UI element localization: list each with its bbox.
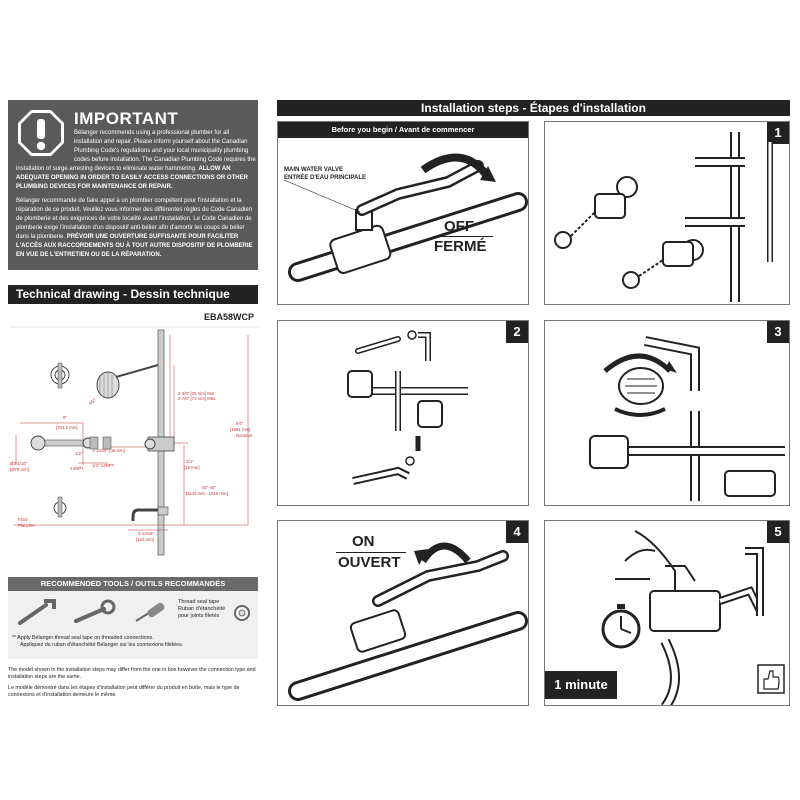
main-valve-label-fr: ENTRÉE D'EAU PRINCIPALE (284, 175, 366, 181)
dim-4-13-16: 4-13/16" (138, 531, 155, 536)
tools-header: RECOMMENDED TOOLS / OUTILS RECOMMANDÉS (8, 577, 258, 591)
on-divider (336, 552, 406, 553)
footnote: The model shown in the installation step… (8, 667, 263, 703)
main-valve-on-illustration (288, 542, 528, 701)
floor-label-fr: Plancher (18, 523, 36, 528)
off-label: OFF (444, 218, 474, 235)
main-valve-label-en: MAIN WATER VALVE (284, 167, 343, 173)
adjustable-wrench-icon (74, 599, 116, 623)
technical-drawing: 45° 8" [203.2 mm] Ø3-1/16" (10, 326, 260, 556)
panel-step-3: 3 (544, 320, 790, 506)
important-text-en: Bélanger recommends using a professional… (74, 130, 256, 163)
step-number-1: 1 (767, 122, 789, 144)
before-you-begin-header: Before you begin / Avant de commencer (278, 122, 528, 138)
dim-6-6: 6'6" (236, 421, 244, 426)
on-label: ON (352, 533, 375, 550)
dim-npt-right: 1/2"-14NPT (92, 463, 115, 468)
shower-head-drawing (96, 364, 159, 399)
seal-tape-icon (234, 605, 250, 621)
footnote-fr: Le modèle démontré dans les étapes d'ins… (8, 685, 240, 698)
panel-step-1: 1 (544, 121, 790, 305)
screwdriver-icon (135, 602, 165, 622)
dim-45-48: 45"-48" (202, 485, 217, 490)
installation-steps-header: Installation steps - Étapes d'installati… (277, 100, 790, 116)
stopwatch-icon (601, 604, 641, 649)
step-2-illustration (347, 330, 468, 485)
step-1-illustration (554, 132, 773, 302)
model-number: EBA58WCP (204, 312, 255, 322)
dim-diameter: Ø3-1/16" (10, 461, 28, 466)
tape-label: Thread seal tape Ruban d'étanchéité pour… (178, 599, 226, 619)
important-text-fr: Bélanger recommande de faire appel à un … (16, 198, 253, 258)
important-text-en-continued: installation of surge arresting devices … (16, 166, 248, 190)
recommended-tools: RECOMMENDED TOOLS / OUTILS RECOMMANDÉS T… (8, 577, 258, 659)
spout-drawing (131, 506, 169, 521)
step-number-4: 4 (506, 521, 528, 543)
ouvert-label: OUVERT (338, 554, 401, 571)
dim-1-13-16: 1-13/16" [46 mm] (92, 448, 125, 453)
step-number-3: 3 (767, 321, 789, 343)
floor-label-en: Floor (18, 517, 28, 522)
ferme-label: FERMÉ (434, 238, 487, 255)
dim-2-3-8: 2-3/8" [25 mm] Min (178, 391, 215, 396)
panel-step-4: 4 ON OUVERT (277, 520, 529, 706)
footnote-en: The model shown in the installation step… (8, 667, 256, 680)
main-valve-off-illustration (283, 153, 528, 282)
tools-note: ** Apply Bélanger thread seal tape on th… (12, 635, 184, 648)
dim-8: 8" (63, 415, 67, 420)
step-5-illustration (601, 530, 785, 705)
dim-3-4: 3/4" (186, 459, 194, 464)
svg-text:45°: 45° (88, 398, 98, 407)
dim-8-mm: [203.2 mm] (56, 425, 78, 430)
dim-4-13-16-mm: [122 mm] (136, 537, 154, 542)
wrench-icon (18, 599, 56, 625)
warning-octagon-icon (18, 110, 64, 156)
valve-side-drawing (30, 435, 112, 451)
step-number-5: 5 (767, 521, 789, 543)
dim-2-7-8: 2-7/8" [73 mm] Max (178, 396, 216, 401)
valve-front-drawing (144, 436, 175, 452)
step-number-2: 2 (506, 321, 528, 343)
important-title: IMPORTANT (74, 109, 179, 128)
dim-3-4-mm: [19 mm] (184, 465, 200, 470)
dim-npt-left-2: -14NPT (69, 466, 84, 471)
dim-nominal: Nominal (236, 433, 252, 438)
thumbs-up-icon (757, 664, 785, 694)
dim-45-48-mm: [1143 mm - 1219 mm] (186, 491, 228, 496)
technical-drawing-header: Technical drawing - Dessin technique (8, 285, 258, 304)
panel-before-you-begin: Before you begin / Avant de commencer MA… (277, 121, 529, 305)
off-divider (433, 236, 493, 237)
dim-6-6-mm: [1981 mm] (230, 427, 250, 432)
time-badge: 1 minute (545, 671, 617, 699)
step-3-illustration (589, 336, 785, 501)
panel-step-5: 5 1 minute (544, 520, 790, 706)
dim-diameter-mm: [Ø78 mm] (10, 467, 29, 472)
dim-npt-left: 1/2" (75, 451, 83, 456)
important-notice: IMPORTANT Bélanger recommends using a pr… (8, 100, 258, 270)
panel-step-2: 2 (277, 320, 529, 506)
